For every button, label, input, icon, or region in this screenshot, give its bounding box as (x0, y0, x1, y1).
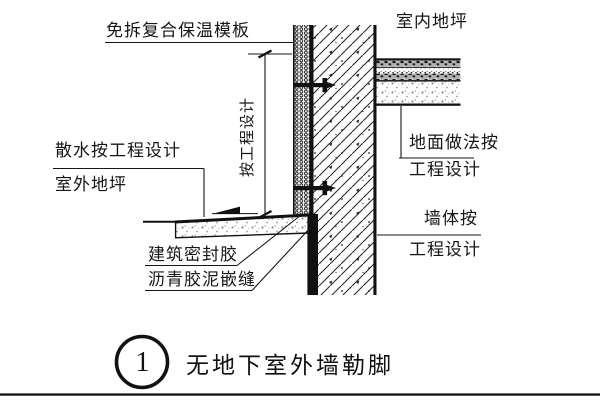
dimension-tick-top (257, 49, 273, 59)
insulation-formwork-layer (293, 25, 314, 215)
indoor-floor-layers (376, 58, 461, 106)
floor-method-label-line2: 工程设计 (409, 160, 481, 179)
detail-number-circle (114, 334, 170, 390)
leader-lines (53, 41, 481, 292)
asphalt-joint-strip (307, 214, 318, 295)
floor-method-label-line1: 地面做法按 (409, 133, 499, 152)
asphalt-joint-label: 沥青胶泥嵌缝 (148, 270, 256, 289)
sealant-label: 建筑密封胶 (148, 245, 238, 264)
detail-number: 1 (135, 347, 150, 378)
slope-symbol (212, 206, 258, 215)
concrete-wall (313, 25, 377, 295)
anchor-tie-upper (294, 78, 336, 93)
formwork-label: 免拆复合保温模板 (106, 21, 250, 40)
outdoor-ground-label: 室外地坪 (55, 175, 127, 194)
dimension-tick-bottom (257, 209, 273, 220)
wall-label-line2: 工程设计 (409, 240, 481, 259)
indoor-floor-label: 室内地坪 (396, 12, 468, 31)
wall-label-line1: 墙体按 (424, 209, 478, 228)
anchor-tie-lower (294, 181, 336, 196)
apron-label: 散水按工程设计 (55, 141, 181, 160)
detail-title: 无地下室外墙勒脚 (186, 353, 394, 378)
vertical-dimension (248, 49, 292, 220)
apron (143, 206, 310, 239)
vertical-dimension-label: 按工程设计 (240, 97, 256, 178)
bottom-rule (0, 393, 600, 396)
